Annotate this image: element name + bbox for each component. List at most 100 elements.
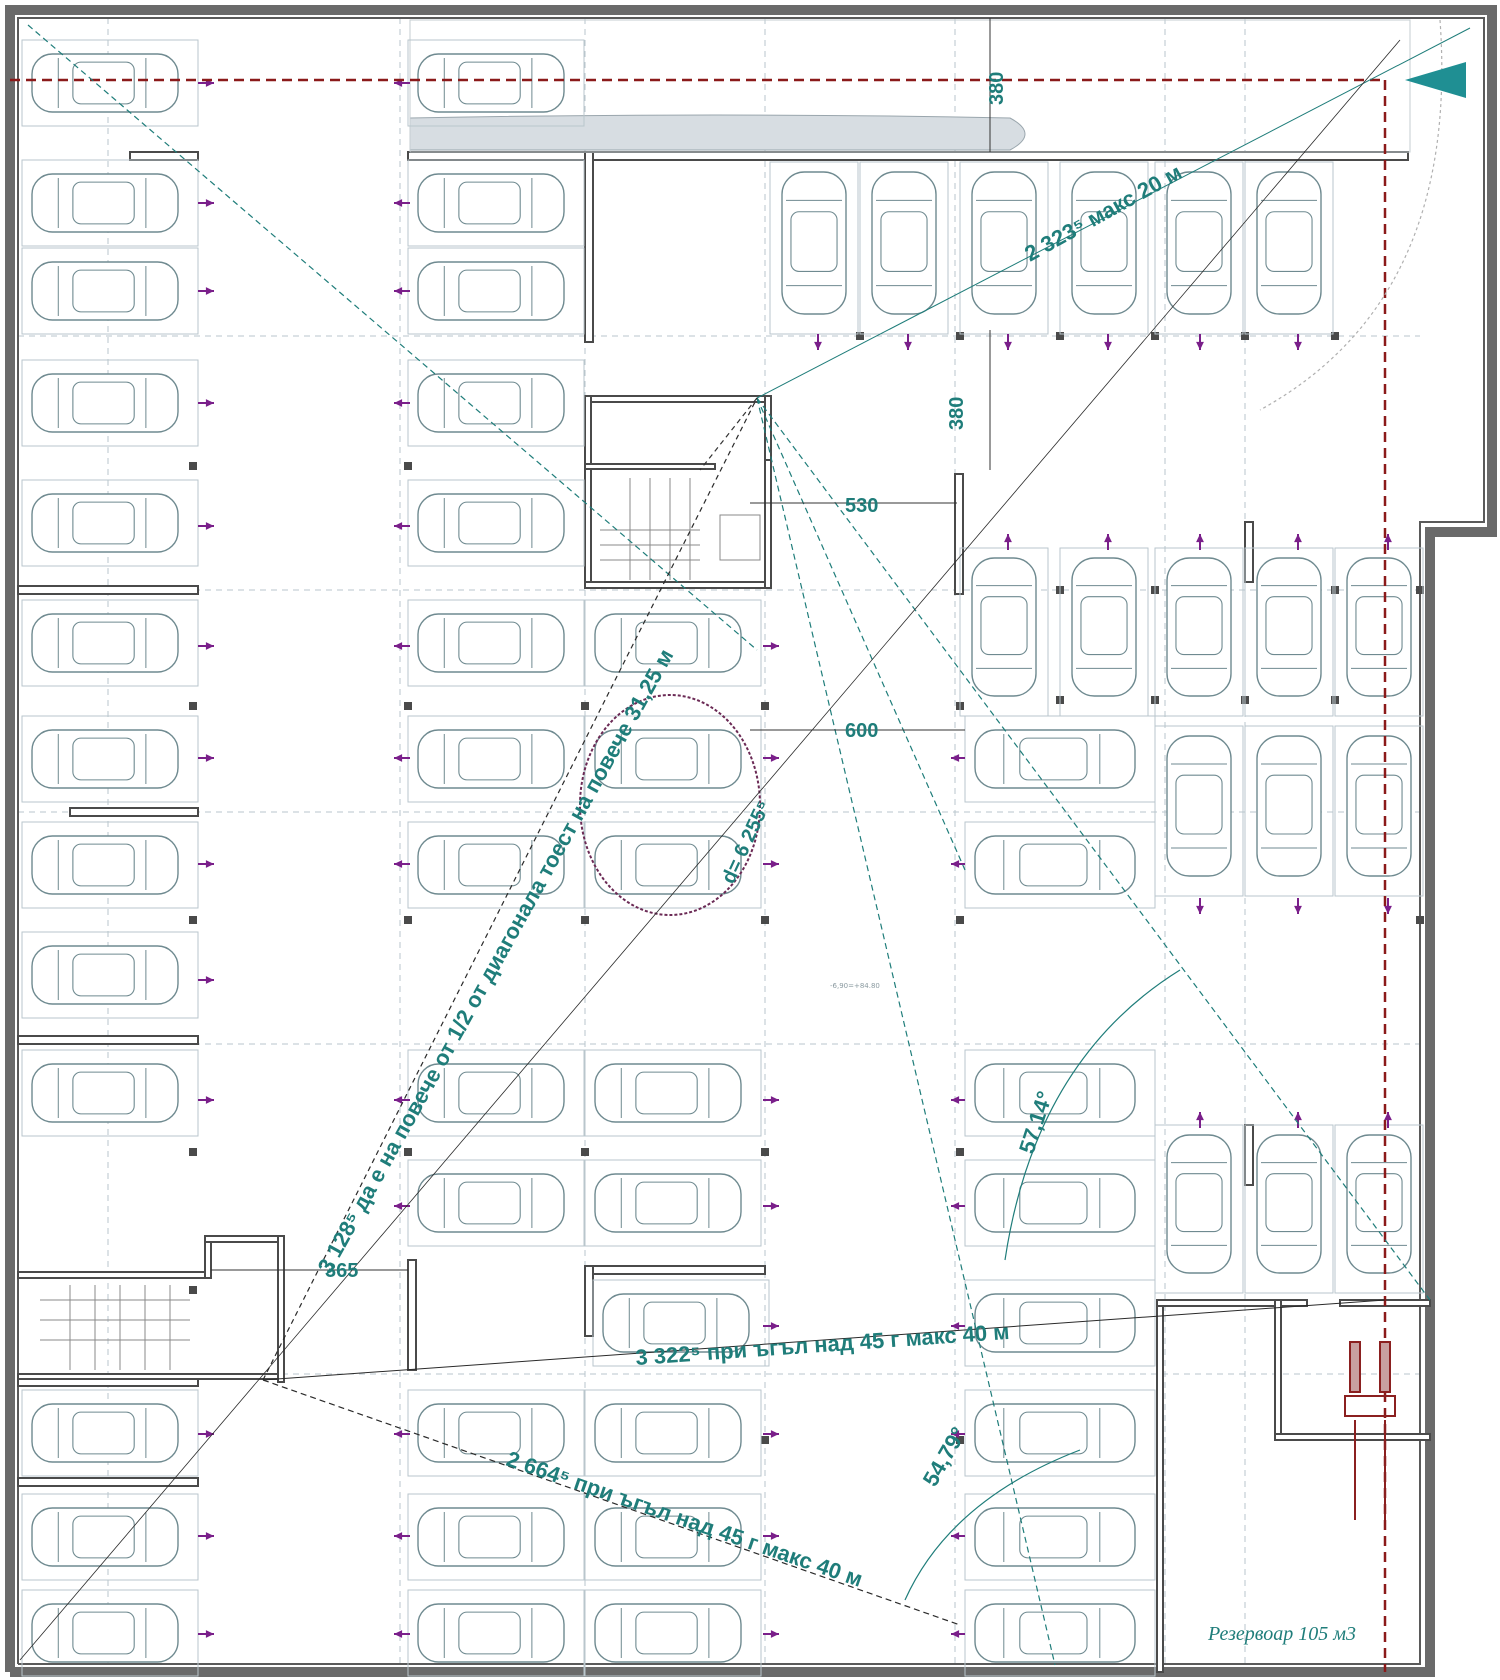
exit-arrow-icon bbox=[198, 976, 214, 984]
arrow-head bbox=[1196, 534, 1204, 543]
arrow-head bbox=[770, 1322, 779, 1330]
car-roof bbox=[1019, 1411, 1088, 1455]
parking-space bbox=[21, 479, 199, 567]
car-roof bbox=[1080, 211, 1128, 272]
stall-outline bbox=[584, 599, 762, 687]
parking-space bbox=[407, 1159, 585, 1247]
column bbox=[1151, 332, 1159, 340]
car-icon bbox=[1256, 1134, 1322, 1274]
parking-space bbox=[964, 715, 1156, 803]
arrow-head bbox=[205, 642, 214, 650]
parking-space bbox=[964, 821, 1156, 909]
car-icon bbox=[1256, 557, 1322, 697]
car-roof bbox=[72, 843, 135, 887]
column bbox=[956, 916, 964, 924]
car-roof bbox=[458, 1515, 521, 1559]
arrow-head bbox=[205, 522, 214, 530]
car-roof bbox=[458, 181, 521, 225]
exit-arrow-icon bbox=[1294, 534, 1302, 550]
car-icon bbox=[417, 1403, 565, 1463]
car-icon bbox=[31, 53, 179, 113]
column bbox=[761, 702, 769, 710]
exit-arrow-icon bbox=[1294, 898, 1302, 914]
exit-arrow-icon bbox=[1384, 534, 1392, 550]
exit-arrow-icon bbox=[1196, 534, 1204, 550]
columns bbox=[189, 332, 1424, 1444]
car-roof bbox=[72, 1411, 135, 1455]
exit-arrow-icon bbox=[763, 642, 779, 650]
stall-outline bbox=[21, 1049, 199, 1137]
car-icon bbox=[31, 1603, 179, 1663]
car-icon bbox=[781, 171, 847, 315]
arrow-head bbox=[1196, 905, 1204, 914]
outer-walls bbox=[5, 5, 1497, 1677]
arrow-head bbox=[394, 754, 403, 762]
parking-space bbox=[407, 359, 585, 447]
exit-arrow-icon bbox=[763, 860, 779, 868]
arrow-head bbox=[1294, 534, 1302, 543]
car-roof bbox=[1265, 774, 1313, 835]
car-roof bbox=[635, 1411, 698, 1455]
car-icon bbox=[974, 1173, 1136, 1233]
arrow-head bbox=[951, 1630, 960, 1638]
stall-outline bbox=[1244, 725, 1334, 897]
arrow-head bbox=[951, 860, 960, 868]
car-icon bbox=[594, 613, 742, 673]
exit-arrow-icon bbox=[951, 1096, 965, 1104]
arrow-head bbox=[1294, 905, 1302, 914]
parking-space bbox=[21, 599, 199, 687]
car-icon bbox=[1346, 1134, 1412, 1274]
parking-space bbox=[21, 39, 199, 127]
arrow-head bbox=[394, 1430, 403, 1438]
car-icon bbox=[31, 1403, 179, 1463]
exit-arrow-icon bbox=[198, 754, 214, 762]
stall-outline bbox=[1244, 161, 1334, 335]
column bbox=[856, 332, 864, 340]
exit-arrow-icon bbox=[763, 1322, 779, 1330]
car-icon bbox=[31, 173, 179, 233]
arrow-head bbox=[394, 1202, 403, 1210]
arrow-head bbox=[394, 522, 403, 530]
arrow-head bbox=[1384, 534, 1392, 543]
parking-space bbox=[964, 1389, 1156, 1477]
arrow-head bbox=[394, 860, 403, 868]
exit-arrow-icon bbox=[394, 1630, 410, 1638]
stall-outline bbox=[407, 1159, 585, 1247]
car-roof bbox=[1175, 596, 1223, 656]
arrow-head bbox=[770, 642, 779, 650]
stall-outline bbox=[584, 1389, 762, 1477]
car-roof bbox=[458, 1411, 521, 1455]
stall-outline bbox=[1334, 725, 1424, 897]
car-roof bbox=[1019, 1181, 1088, 1225]
car-roof bbox=[1175, 774, 1223, 835]
evacuation-lines bbox=[19, 19, 1471, 1666]
parking-space bbox=[21, 247, 199, 335]
fire-compartment-boundary bbox=[10, 78, 1387, 1672]
exit-arrow-icon bbox=[198, 1430, 214, 1438]
car-roof bbox=[980, 211, 1028, 272]
car-roof bbox=[1355, 774, 1403, 835]
car-roof bbox=[1265, 596, 1313, 656]
dimension-lines bbox=[211, 18, 991, 1271]
column bbox=[1416, 586, 1424, 594]
arrow-head bbox=[1004, 341, 1012, 350]
parking-space bbox=[1059, 547, 1149, 717]
car-icon bbox=[1346, 735, 1412, 877]
arrow-head bbox=[951, 1322, 960, 1330]
arrow-head bbox=[814, 341, 822, 350]
parking-space bbox=[21, 1389, 199, 1477]
exit-arrow-icon bbox=[394, 199, 410, 207]
parking-space bbox=[21, 1493, 199, 1581]
exit-arrow-icon bbox=[198, 1532, 214, 1540]
parking-space bbox=[584, 1493, 762, 1581]
car-icon bbox=[1071, 557, 1137, 697]
arrow-head bbox=[205, 287, 214, 295]
column bbox=[1056, 332, 1064, 340]
parking-space bbox=[1244, 1124, 1334, 1294]
column bbox=[189, 1286, 197, 1294]
annotation-angle-2: 54,79° bbox=[918, 1423, 972, 1491]
car-roof bbox=[980, 596, 1028, 656]
car-icon bbox=[594, 1403, 742, 1463]
column bbox=[581, 916, 589, 924]
